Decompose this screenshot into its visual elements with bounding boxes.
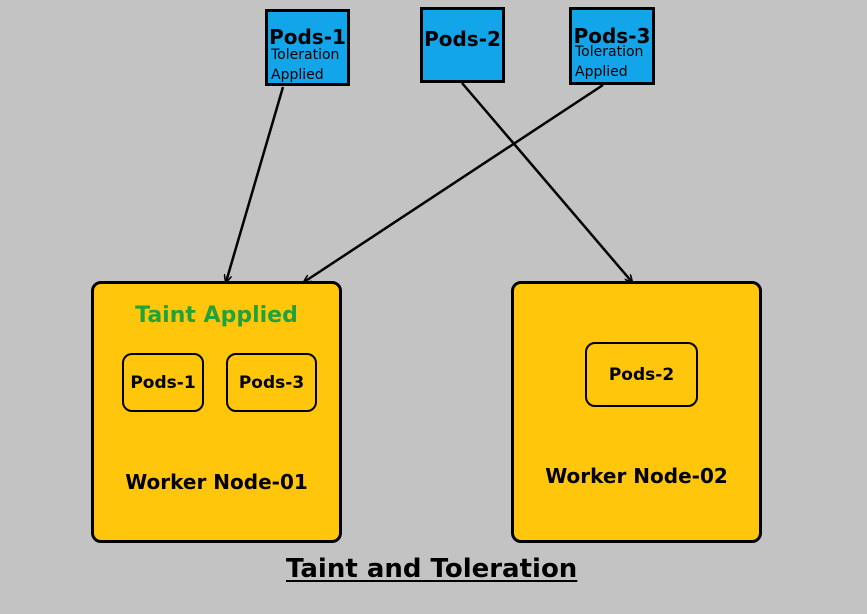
node01-pod-pods-1: Pods-1 bbox=[122, 353, 204, 412]
worker-node-01: Taint Applied Pods-1 Pods-3 Worker Node-… bbox=[91, 281, 342, 543]
node-label: Worker Node-02 bbox=[545, 464, 728, 488]
pod-title: Pods-3 bbox=[573, 24, 651, 48]
pod-box-pods-3: Pods-3 Toleration Applied bbox=[569, 7, 655, 85]
arrow-pods1-to-node01 bbox=[226, 86, 285, 282]
pod-box-pods-1: Pods-1 Toleration Applied bbox=[265, 9, 350, 86]
pod-toleration-line2: Applied bbox=[575, 64, 628, 80]
pod-box-pods-2: Pods-2 bbox=[420, 7, 505, 83]
pod-toleration-line2: Applied bbox=[271, 67, 324, 83]
pod-title: Pods-2 bbox=[424, 27, 501, 51]
arrow-pods2-to-node02 bbox=[461, 82, 632, 282]
worker-node-02: Pods-2 Worker Node-02 bbox=[511, 281, 762, 543]
node01-pod-pods-3: Pods-3 bbox=[226, 353, 317, 412]
pod-toleration-line1: Toleration bbox=[271, 47, 340, 63]
arrow-pods3-to-node01 bbox=[304, 83, 604, 282]
diagram-caption: Taint and Toleration bbox=[286, 554, 578, 584]
taint-applied-label: Taint Applied bbox=[135, 303, 298, 328]
pod-toleration-line1: Toleration bbox=[575, 44, 644, 60]
node02-pod-pods-2: Pods-2 bbox=[585, 342, 698, 407]
pod-title: Pods-1 bbox=[269, 25, 346, 49]
node-label: Worker Node-01 bbox=[125, 470, 308, 494]
